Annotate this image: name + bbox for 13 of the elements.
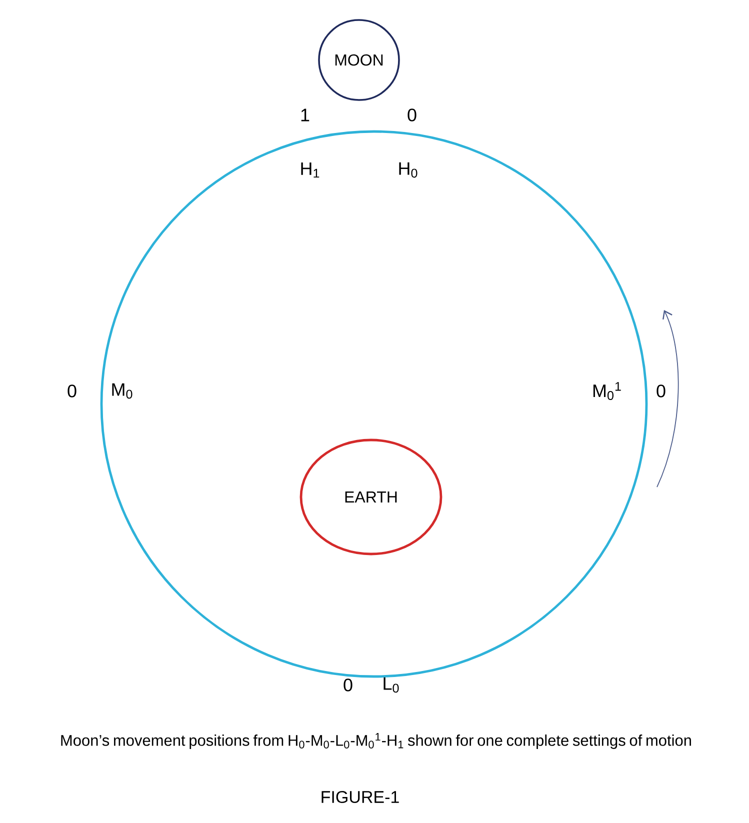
orbit-circle	[100, 130, 648, 678]
position-label: H$_{1}$	[301, 162, 320, 178]
position-label: 0	[344, 678, 352, 692]
position-label: 0	[656, 384, 666, 398]
position-label: 0	[408, 108, 416, 122]
position-label: M$_{0}$1	[593, 382, 621, 400]
position-label: 1	[301, 108, 310, 122]
position-label: H$_{0}$	[399, 162, 418, 178]
position-label: 0	[68, 384, 76, 398]
caption: Moon’s movement positions from H$_{0}$-M$_{0}$-L$_{0}$-M$_{0}$$^{1}$-H$_{1}$ shown for one complete settings of motion	[61, 733, 691, 749]
position-label: L$_{0}$	[384, 677, 399, 693]
figure-label: FIGURE-1	[322, 790, 399, 804]
position-label: M$_{0}$	[112, 383, 132, 399]
